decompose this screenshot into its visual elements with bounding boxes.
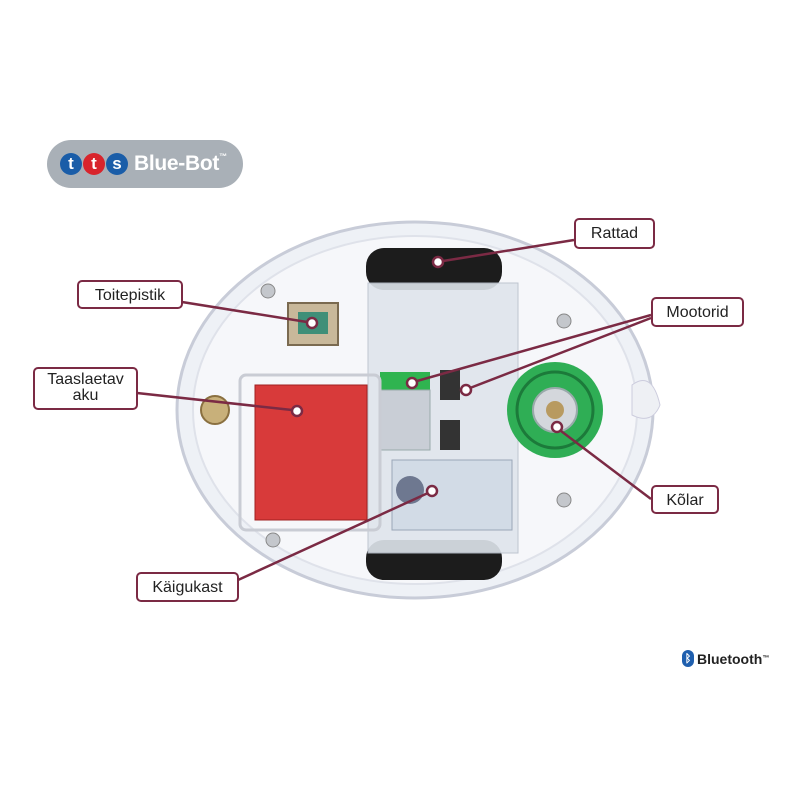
callout-line-speaker: [560, 430, 652, 500]
logo-letter-t-apple: t: [83, 153, 105, 175]
callout-marker-gearbox: [425, 484, 439, 498]
logo-product-name: Blue-Bot™: [134, 152, 227, 175]
robot-illustration: [175, 220, 661, 600]
callout-line-power-socket: [181, 300, 308, 324]
label-wheels: Rattad: [574, 218, 655, 249]
callout-line-battery: [136, 391, 293, 412]
bluetooth-text: Bluetooth: [697, 650, 763, 667]
callout-line-wheels: [442, 238, 575, 263]
label-motors: Mootorid: [651, 297, 744, 327]
callout-marker-motors-a: [405, 376, 419, 390]
label-battery-line2: aku: [72, 387, 99, 404]
callout-lines: [136, 238, 652, 582]
logo-letter-s: s: [106, 153, 128, 175]
callout-marker-wheels: [431, 255, 445, 269]
callout-marker-power-socket: [305, 316, 319, 330]
battery: [254, 384, 368, 521]
tts-blue-bot-logo: t t s Blue-Bot™: [47, 140, 243, 188]
callout-marker-battery: [290, 404, 304, 418]
top-wheel: [366, 248, 502, 290]
callout-line-motors-a: [416, 313, 652, 383]
bluetooth-trademark: ™: [762, 655, 770, 662]
callout-line-gearbox: [237, 491, 429, 582]
callout-line-motors-b: [469, 316, 652, 390]
label-power-socket: Toitepistik: [77, 280, 183, 309]
callout-marker-motors-b: [459, 383, 473, 397]
callout-marker-speaker: [550, 420, 564, 434]
bluetooth-icon: ᛒ: [682, 650, 694, 667]
label-battery-line1: Taaslaetav: [47, 371, 124, 388]
logo-letter-t: t: [60, 153, 82, 175]
label-speaker: Kõlar: [651, 485, 719, 514]
label-gearbox: Käigukast: [136, 572, 239, 602]
